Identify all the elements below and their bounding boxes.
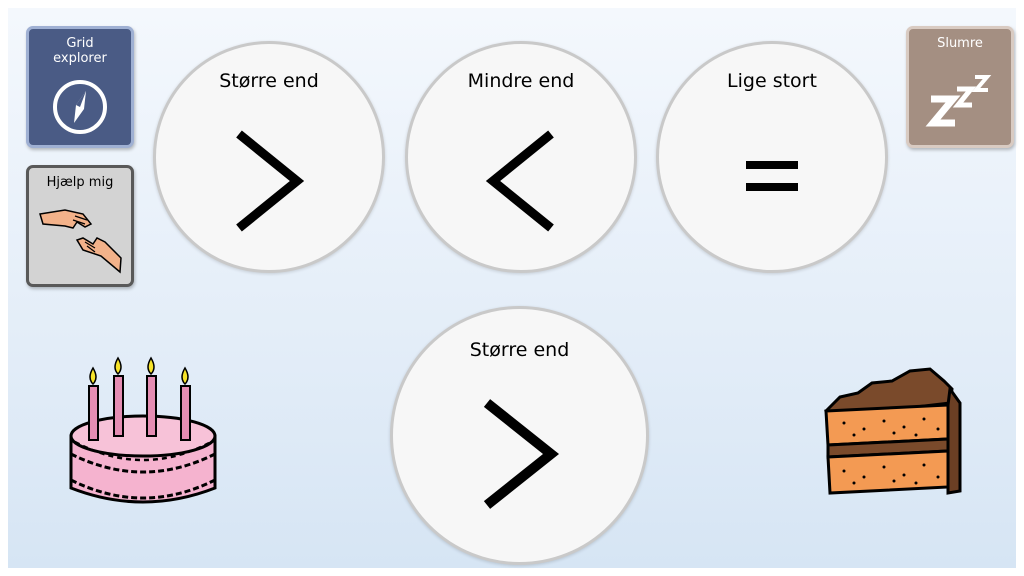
grid-explorer-button[interactable]: Grid explorer [26, 26, 134, 148]
help-me-label: Hjælp mig [46, 175, 114, 190]
helping-hands-icon [39, 209, 122, 274]
equals-label: Lige stort [727, 70, 817, 92]
less-than-choice[interactable]: Mindre end [405, 41, 637, 273]
sleep-label: Slumre [937, 36, 983, 51]
compass-icon [53, 80, 107, 134]
greater-than-label: Større end [219, 70, 319, 92]
answer-label: Større end [469, 339, 570, 361]
grid-explorer-label: Grid explorer [29, 29, 131, 66]
grid-explorer-label-line1: Grid [66, 36, 94, 51]
zzz-icon [925, 75, 992, 127]
grid-explorer-label-line2: explorer [53, 51, 107, 66]
cake-slice-picture [824, 367, 962, 495]
birthday-cake-picture [69, 356, 217, 504]
board-background: Grid explorer Hjælp mig Slumre St [8, 8, 1016, 568]
equals-choice[interactable]: Lige stort [656, 41, 888, 273]
less-than-icon [485, 130, 554, 232]
greater-than-icon [236, 130, 305, 232]
help-me-button[interactable]: Hjælp mig [26, 165, 134, 287]
less-than-label: Mindre end [467, 70, 575, 92]
equals-icon [746, 161, 798, 191]
greater-than-icon [483, 399, 559, 509]
greater-than-choice[interactable]: Større end [153, 41, 385, 273]
answer-circle[interactable]: Større end [390, 306, 649, 565]
sleep-button[interactable]: Slumre [906, 26, 1014, 148]
